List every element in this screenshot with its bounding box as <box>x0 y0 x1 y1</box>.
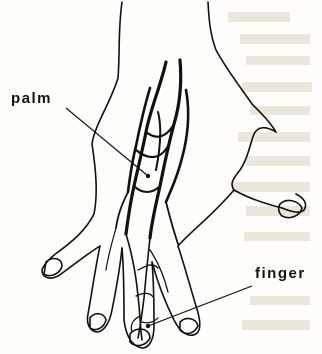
finger-label: finger <box>255 265 306 282</box>
finger-pointer-dot <box>146 324 150 328</box>
palm-pointer-dot <box>146 174 150 178</box>
leader-lines <box>66 108 252 326</box>
palm-label: palm <box>11 90 52 107</box>
bleed-through-marks <box>228 12 312 330</box>
vein-network <box>106 60 188 340</box>
